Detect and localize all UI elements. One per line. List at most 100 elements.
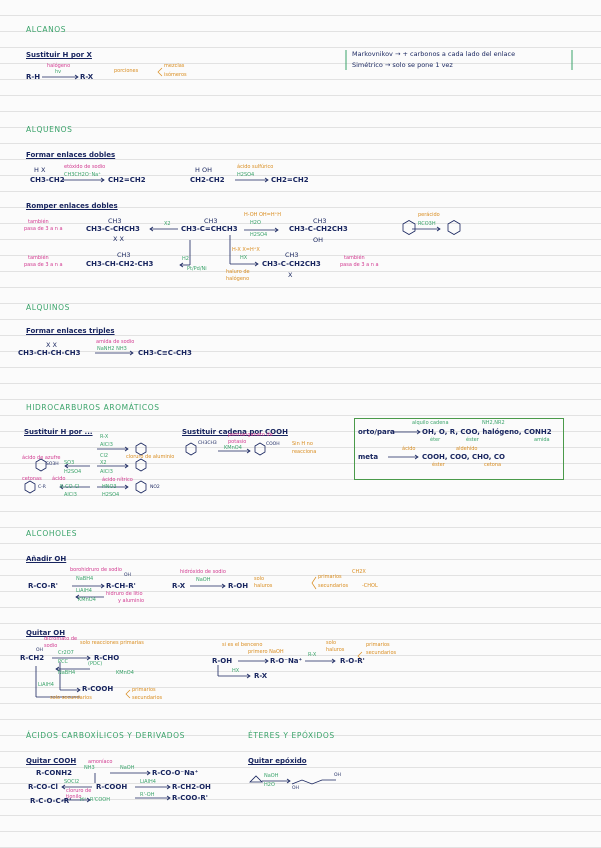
eter-oh1: OH	[334, 773, 341, 778]
eter-h2o: H2O	[264, 782, 275, 788]
kmno4b: KMnO4	[116, 670, 134, 676]
box2-sub1: ácido	[402, 446, 416, 452]
sinh: Sin H no	[292, 441, 313, 447]
sec2: secundarios	[132, 695, 163, 701]
alc-roh: R-OH	[228, 582, 249, 590]
eq-right: R-X	[80, 73, 94, 81]
haluros2: haluros	[326, 647, 345, 653]
so3: SO3	[64, 460, 75, 466]
left-x2: X2	[164, 221, 171, 227]
tionilo: tionilo	[66, 794, 82, 800]
subheading-formar-dobles: Formar enlaces dobles	[26, 151, 116, 159]
alcl3: AlCl3	[100, 469, 113, 475]
benceno: si es el benceno	[222, 642, 263, 648]
oh2: OH	[36, 648, 43, 653]
no2: NO2	[150, 485, 160, 490]
box2-b: COOH, COO, CHO, CO	[422, 453, 505, 461]
solo-prim: solo reacciones primarias	[80, 640, 144, 646]
box2-sub3: aldehído	[456, 446, 478, 452]
r1-reagent: etóxido de sodio	[64, 164, 106, 170]
tambien-2: también	[28, 255, 49, 261]
anhidrido: R-C-O-C-R'	[30, 797, 72, 805]
box1-nh2: NH2,NR2	[482, 420, 505, 426]
eter-oh2: OH	[292, 786, 299, 791]
hx: HX	[232, 668, 240, 674]
box1-sub2: éter	[430, 437, 441, 443]
solo-sec: solo secundarios	[50, 695, 92, 701]
alc-left: R-CO-R'	[28, 582, 58, 590]
kmno4: KMnO4	[78, 597, 96, 603]
r2-right: CH2=CH2	[271, 176, 309, 184]
section-heading-alquinos: ALQUINOS	[26, 303, 70, 312]
left1-top: CH3	[108, 217, 122, 225]
rule-simetrico: Simétrico → solo se pone 1 vez	[352, 61, 453, 69]
choh: -CHOL	[362, 583, 378, 589]
section-heading-carboxilicos: ÁCIDOS CARBOXÍLICOS Y DERIVADOS	[26, 731, 186, 740]
cloruro: cloruro de	[66, 788, 92, 794]
r1-left: CH3-CH2	[30, 176, 65, 184]
hno3: HNO3	[102, 484, 117, 490]
acido-azufre: ácido de azufre	[22, 455, 61, 461]
orientation-box	[354, 418, 564, 480]
r-h2so4: H2SO4	[250, 232, 268, 238]
hidruro: hidruro de litio	[106, 591, 143, 597]
rcoor: R-COO-R'	[172, 794, 208, 802]
haluros: haluros	[254, 583, 273, 589]
rcoona: R-CO-O⁻Na⁺	[152, 769, 199, 777]
top-note: cloruro de aluminio	[126, 454, 175, 460]
amonico: amoníaco	[88, 759, 113, 765]
reagent-top: halógeno	[47, 63, 71, 69]
naoh: NaOH	[196, 577, 211, 583]
box1-a: orto/para	[358, 428, 395, 436]
primarios: primarios	[318, 574, 342, 580]
left-h2: H2	[182, 256, 189, 262]
right1-bot: OH	[313, 236, 324, 244]
box2-a: meta	[358, 453, 379, 461]
subheading-quitar-epoxido: Quitar epóxido	[248, 757, 307, 765]
note: porciones	[114, 68, 139, 74]
cr2o7: Cr2O7	[58, 650, 74, 656]
sodio: sodio	[44, 643, 58, 649]
center: CH3-C=CHCH3	[181, 225, 238, 233]
center-top: CH3	[204, 217, 218, 225]
subheading-anadir-oh: Añadir OH	[26, 555, 67, 563]
mid-oh: OH	[124, 573, 131, 578]
r2-reagent: ácido sulfúrico	[237, 164, 274, 170]
ch2x: CH2X	[352, 569, 366, 575]
sec3: secundarios	[366, 650, 397, 656]
cooh2: R'COOH	[90, 797, 110, 803]
left2: CH3-CH-CH2-CH3	[86, 260, 154, 268]
right2-bot: X	[288, 271, 293, 279]
hidroxido: hidróxido de sodio	[180, 569, 226, 575]
top-cl: Cl2	[100, 453, 109, 459]
section-heading-eteres: ÉTERES Y EPÓXIDOS	[248, 731, 335, 740]
rcocl: R-CO-Cl	[60, 484, 80, 490]
r-hx2: HX	[240, 255, 248, 261]
box1-sub4: amida	[534, 437, 550, 443]
naoh: NaOH	[120, 765, 135, 771]
solo: solo	[254, 576, 265, 582]
top-r2: AlCl3	[100, 442, 113, 448]
prim2: primarios	[132, 687, 156, 693]
reacciona: reacciona	[292, 449, 317, 455]
rconh2: R-CONH2	[36, 769, 72, 777]
r1-cond: CH3CH2O⁻Na⁺	[64, 172, 101, 178]
r-h2o: H2O	[250, 220, 261, 226]
potasio: potasio	[228, 439, 247, 445]
note-b: isómeros	[164, 72, 187, 78]
subheading-quitar-oh: Quitar OH	[26, 629, 66, 637]
ror: R-O-R'	[340, 657, 365, 665]
box1-b: OH, O, R, COO, halógeno, CONH2	[422, 428, 552, 436]
socl2: SOCl2	[64, 779, 80, 785]
tambien-1: también	[28, 219, 49, 225]
lialh4: LiAlH4	[140, 779, 156, 785]
box2-sub4: cetona	[484, 462, 502, 468]
x2: X2	[100, 460, 107, 466]
prim3: primarios	[366, 642, 390, 648]
r2-hoh: H OH	[195, 166, 212, 174]
nabh4: NaBH4	[76, 576, 94, 582]
pcc: PCC	[58, 659, 68, 665]
r1-right: CH2=CH2	[108, 176, 146, 184]
tambien-3: también	[344, 255, 365, 261]
